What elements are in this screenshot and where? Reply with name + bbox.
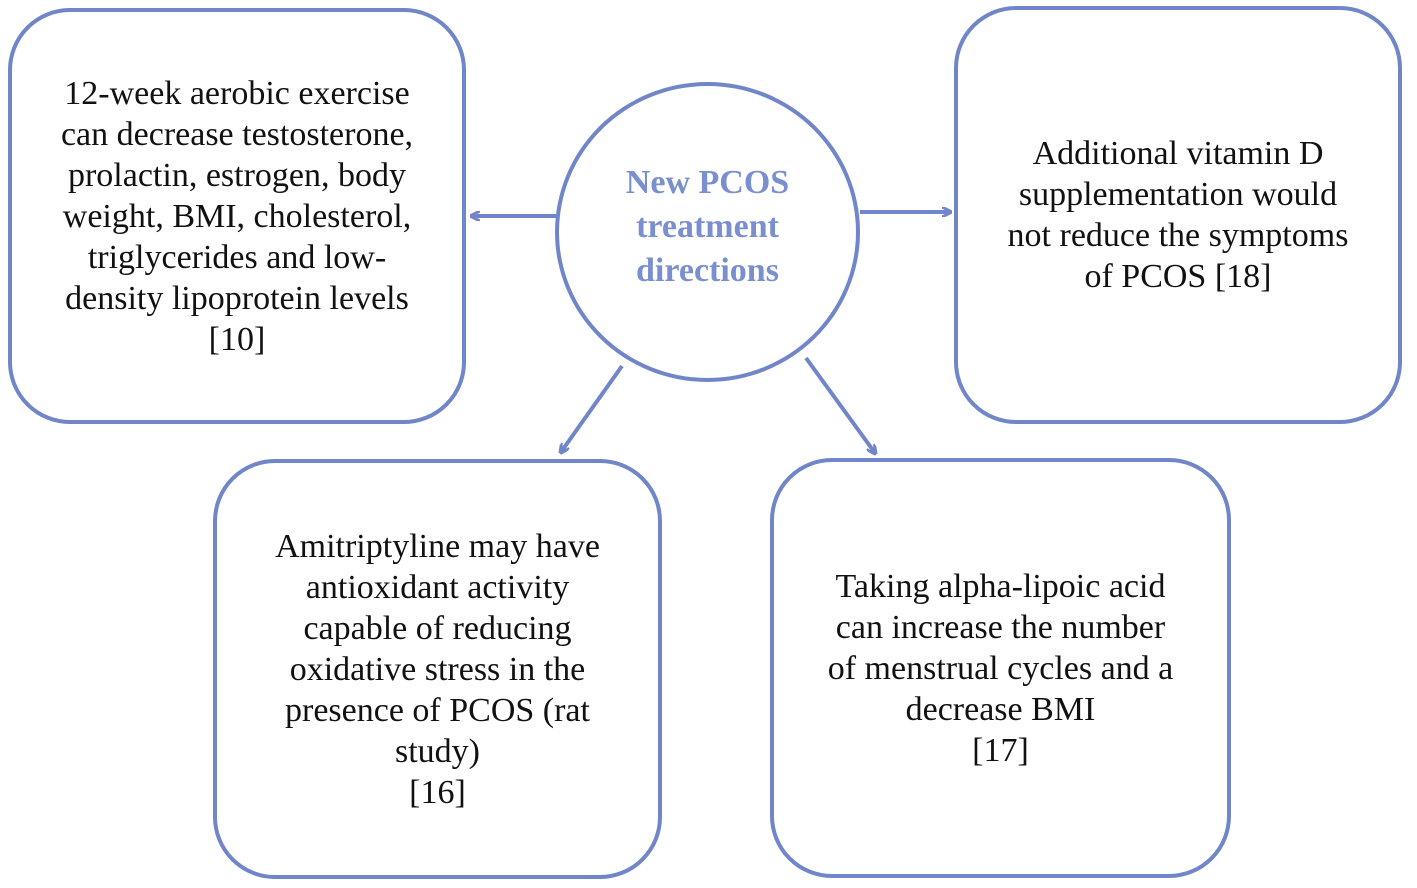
box-alpha-lipoic-acid-text: Taking alpha-lipoic acid can increase th… xyxy=(827,567,1174,769)
box-aerobic-exercise: 12-week aerobic exercise can decrease te… xyxy=(8,8,466,424)
box-vitamin-d-text: Additional vitamin D supplementation wou… xyxy=(1007,135,1349,295)
center-node-title: New PCOS treatment directions xyxy=(625,164,790,289)
box-aerobic-exercise-text: 12-week aerobic exercise can decrease te… xyxy=(60,74,414,358)
box-amitriptyline-text: Amitriptyline may have antioxidant activ… xyxy=(275,527,600,811)
box-amitriptyline: Amitriptyline may have antioxidant activ… xyxy=(213,459,662,879)
box-alpha-lipoic-acid: Taking alpha-lipoic acid can increase th… xyxy=(770,458,1231,878)
arrow-to-alpha-lipoic xyxy=(804,356,875,453)
box-vitamin-d: Additional vitamin D supplementation wou… xyxy=(954,6,1402,424)
center-node: New PCOS treatment directions xyxy=(555,82,860,382)
arrow-to-amitriptyline xyxy=(561,364,624,452)
